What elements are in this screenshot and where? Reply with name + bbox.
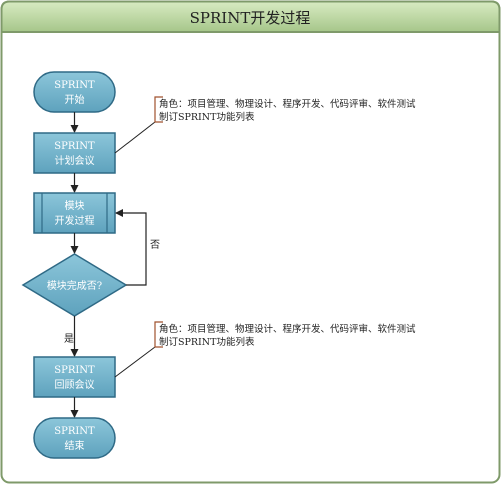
start-node <box>33 71 116 113</box>
annotation-bracket-1 <box>154 96 163 123</box>
end-node-line2: 结束 <box>65 439 85 452</box>
edge-label-no: 否 <box>150 239 160 251</box>
annotation-connector-2 <box>114 346 156 378</box>
review-node <box>33 356 116 398</box>
review-node-line2: 回顾会议 <box>55 378 95 391</box>
end-node-line1: SPRINT <box>54 426 95 437</box>
annotation-2-line2: 制订SPRINT功能列表 <box>159 336 255 348</box>
arrow-decision-no-loop <box>115 209 147 286</box>
annotation-2-line1: 角色：项目管理、物理设计、程序开发、代码评审、软件测试 <box>159 323 416 335</box>
plan-node-line2: 计划会议 <box>55 154 95 167</box>
annotation-1-line2: 制订SPRINT功能列表 <box>159 111 255 123</box>
dev-node-line2: 开发过程 <box>55 214 95 227</box>
dev-node <box>33 192 116 234</box>
annotation-connector-1 <box>114 121 156 154</box>
start-node-line2: 开始 <box>65 93 85 106</box>
plan-node <box>33 132 116 174</box>
annotation-bracket-2 <box>154 321 163 348</box>
plan-node-line1: SPRINT <box>54 141 95 152</box>
annotation-1-line1: 角色：项目管理、物理设计、程序开发、代码评审、软件测试 <box>159 98 416 110</box>
start-node-line1: SPRINT <box>54 80 95 91</box>
end-node <box>33 417 116 459</box>
dev-node-line1: 模块 <box>65 200 85 212</box>
title-bar <box>0 0 501 33</box>
edge-label-yes: 是 <box>64 333 74 345</box>
review-node-line1: SPRINT <box>54 365 95 376</box>
diagram-title: SPRINT开发过程 <box>190 9 311 27</box>
decision-node-label: 模块完成否? <box>47 279 102 292</box>
